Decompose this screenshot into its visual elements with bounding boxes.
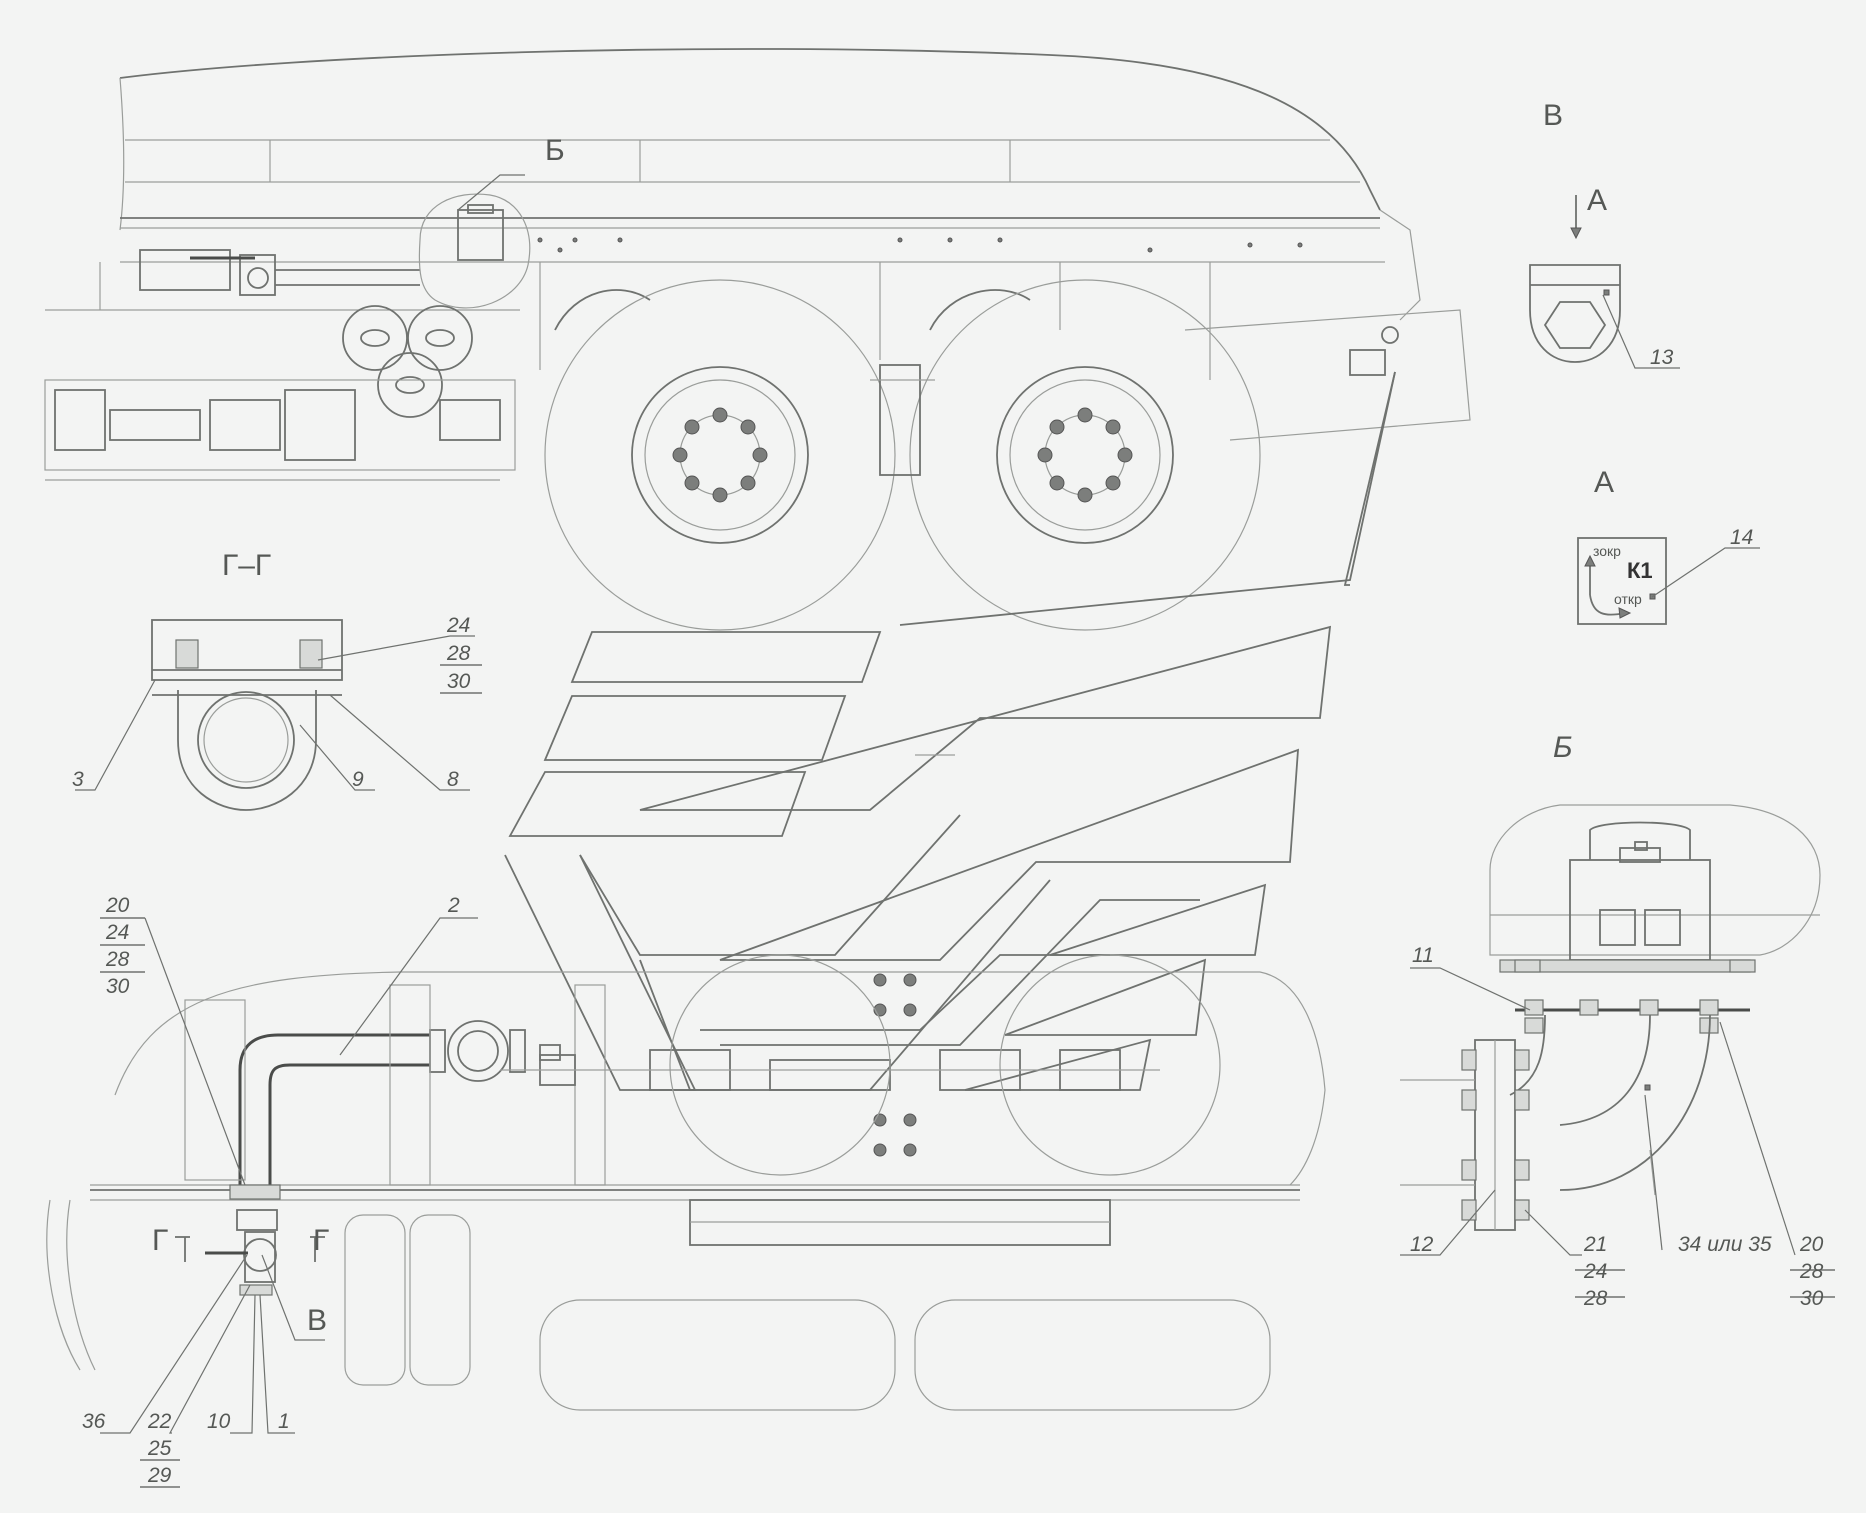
plate-code: К1	[1627, 558, 1653, 583]
label-g-right: Г	[313, 1224, 329, 1257]
callout-11: 11	[1412, 944, 1434, 967]
callout-30b: 30	[1800, 1287, 1824, 1310]
callout-28a: 28	[105, 948, 130, 971]
top-side-view	[44, 48, 1471, 631]
leader-lines	[75, 174, 1835, 1488]
detail-b	[1400, 804, 1821, 1231]
frame-rivets	[537, 237, 1303, 253]
callout-10: 10	[207, 1410, 231, 1433]
callout-24b: 24	[1583, 1260, 1607, 1283]
zigzag-outline	[504, 371, 1396, 1091]
callout-24a: 24	[105, 921, 129, 944]
label-v-top: В	[1543, 99, 1563, 132]
rear-wheel-2	[909, 279, 1261, 631]
callout-21: 21	[1583, 1233, 1607, 1256]
label-b-detail: Б	[1553, 731, 1573, 764]
label-g-left: Г	[152, 1224, 168, 1257]
callout-30a: 30	[106, 975, 130, 998]
callout-12: 12	[1410, 1233, 1434, 1256]
plate-open-text: откр	[1614, 591, 1642, 607]
section-g-g	[151, 619, 343, 811]
label-a-view: А	[1594, 466, 1614, 499]
callout-24: 24	[446, 614, 470, 637]
callout-34-35: 34 или 35	[1678, 1233, 1772, 1256]
view-v-top	[1529, 195, 1621, 363]
callout-28b: 28	[1583, 1287, 1608, 1310]
callout-28c: 28	[1799, 1260, 1824, 1283]
callout-9: 9	[352, 768, 364, 791]
rear-wheel-1	[544, 279, 896, 631]
callout-25: 25	[147, 1437, 172, 1460]
view-a-plate	[1577, 537, 1667, 625]
callout-8: 8	[447, 768, 459, 791]
callout-22: 22	[147, 1410, 172, 1433]
label-arrow-a: А	[1587, 184, 1607, 217]
callout-28: 28	[446, 642, 471, 665]
callout-13: 13	[1650, 346, 1674, 369]
callout-14: 14	[1730, 526, 1753, 549]
callout-30: 30	[447, 670, 471, 693]
plate-close-text: зокр	[1593, 543, 1621, 559]
label-g-section: Г–Г	[222, 549, 271, 582]
label-b-top: Б	[545, 134, 565, 167]
callout-3: 3	[72, 768, 84, 791]
callout-29: 29	[147, 1464, 172, 1487]
callout-2: 2	[447, 894, 460, 917]
callout-1: 1	[278, 1410, 290, 1433]
callout-20a: 20	[105, 894, 130, 917]
bottom-side-view	[46, 954, 1326, 1411]
labels: Б В А А Г–Г Б Г Г В зокр К1 откр 13 14 2…	[72, 99, 1824, 1487]
callout-36: 36	[82, 1410, 106, 1433]
label-v-bottom: В	[307, 1304, 327, 1337]
callout-20b: 20	[1799, 1233, 1824, 1256]
